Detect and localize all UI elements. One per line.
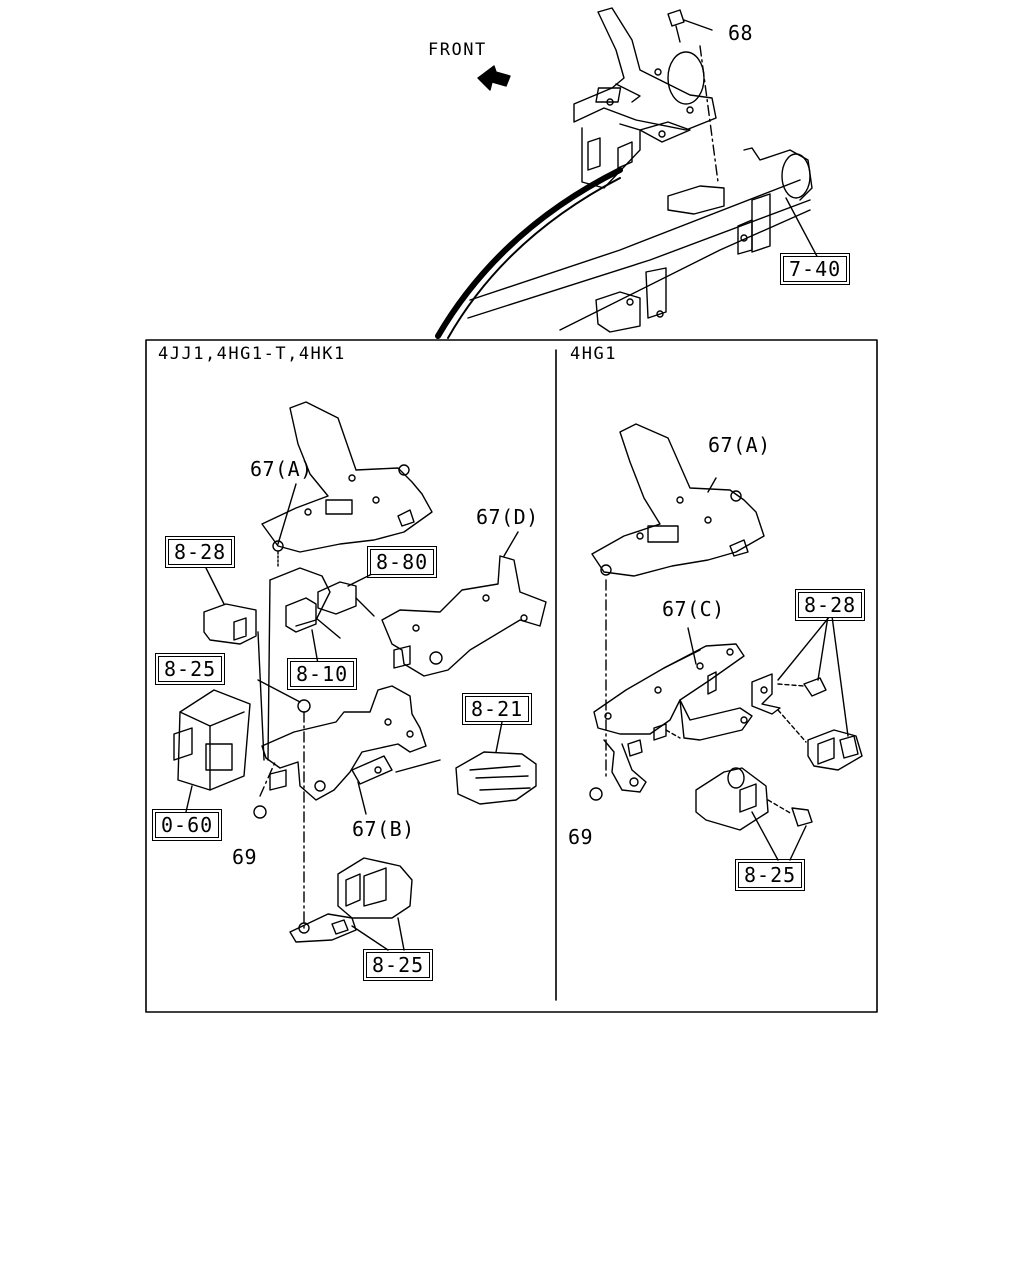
callout-8-80[interactable]: 8-80	[366, 546, 438, 578]
callout-8-25-right[interactable]: 8-25	[734, 859, 806, 891]
callout-69-left: 69	[232, 845, 258, 869]
callout-67c: 67(C)	[662, 597, 725, 621]
callout-67a-right: 67(A)	[708, 433, 771, 457]
top-bracket-assembly	[435, 7, 821, 339]
right-panel-title: 4HG1	[570, 344, 617, 364]
callout-69-right: 69	[568, 825, 594, 849]
callout-8-25-left-lower[interactable]: 8-25	[362, 949, 434, 981]
front-direction-label: FRONT	[428, 40, 487, 60]
callout-68: 68	[728, 21, 754, 45]
callout-67b: 67(B)	[352, 817, 415, 841]
callout-8-10[interactable]: 8-10	[286, 658, 358, 690]
detail-frame	[145, 339, 878, 1013]
callout-8-21[interactable]: 8-21	[461, 693, 533, 725]
callout-7-40[interactable]: 7-40	[779, 253, 851, 285]
callout-67a-left: 67(A)	[250, 457, 313, 481]
callout-8-28-left[interactable]: 8-28	[164, 536, 236, 568]
left-panel-title: 4JJ1,4HG1-T,4HK1	[158, 344, 346, 364]
left-panel-drawing	[173, 401, 547, 951]
callout-8-28-right[interactable]: 8-28	[794, 589, 866, 621]
callout-0-60[interactable]: 0-60	[151, 809, 223, 841]
callout-8-25-left-upper[interactable]: 8-25	[154, 653, 226, 685]
callout-67d: 67(D)	[476, 505, 539, 529]
right-panel-drawing	[589, 423, 863, 861]
